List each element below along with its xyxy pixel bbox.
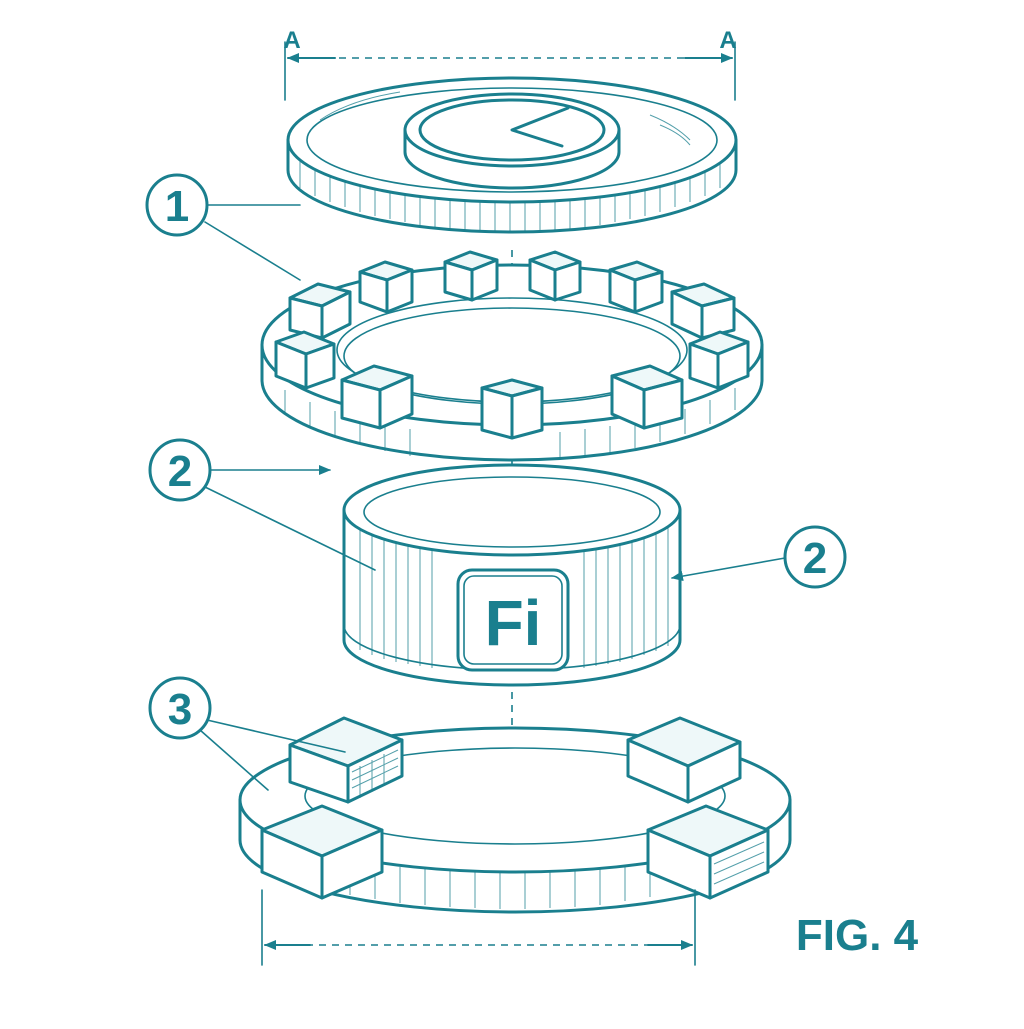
logo-badge: Fi [456,568,570,672]
ring-block [260,804,384,900]
ring-block [610,364,684,430]
clock-hands [510,106,570,148]
logo-text: Fi [485,587,542,659]
ring-block [358,260,414,314]
svg-text:3: 3 [168,685,192,734]
top-dimension: A A [283,27,737,101]
svg-text:2: 2 [168,447,192,496]
cylinder-sleeve: Fi [342,463,682,687]
ring-block [480,378,544,440]
ring-block [608,260,664,314]
section-mark-left: A [283,27,300,54]
ring-block [288,282,352,340]
callout-1: 1 [145,173,301,281]
ring-block [646,804,770,900]
ring-block [528,250,582,302]
bottom-dimension [261,889,696,966]
svg-text:1: 1 [165,182,189,231]
ring-block [340,364,414,430]
ring-block [274,330,336,390]
callout-3: 3 [148,676,346,791]
top-disc [286,76,738,234]
callout-2-left: 2 [148,438,376,571]
ring-block [443,250,499,302]
svg-text:2: 2 [803,534,827,583]
section-mark-right: A [719,27,736,54]
bottom-ring [238,716,792,914]
ring-block [288,716,404,804]
middle-ring [260,250,764,462]
callout-2-right: 2 [671,525,847,589]
top-disc-ridges [299,160,721,232]
ring-block [670,282,736,340]
ring-block [626,716,742,804]
figure-label: FIG. 4 [796,911,919,960]
ring-block [688,330,750,390]
clock-hub [403,92,621,190]
